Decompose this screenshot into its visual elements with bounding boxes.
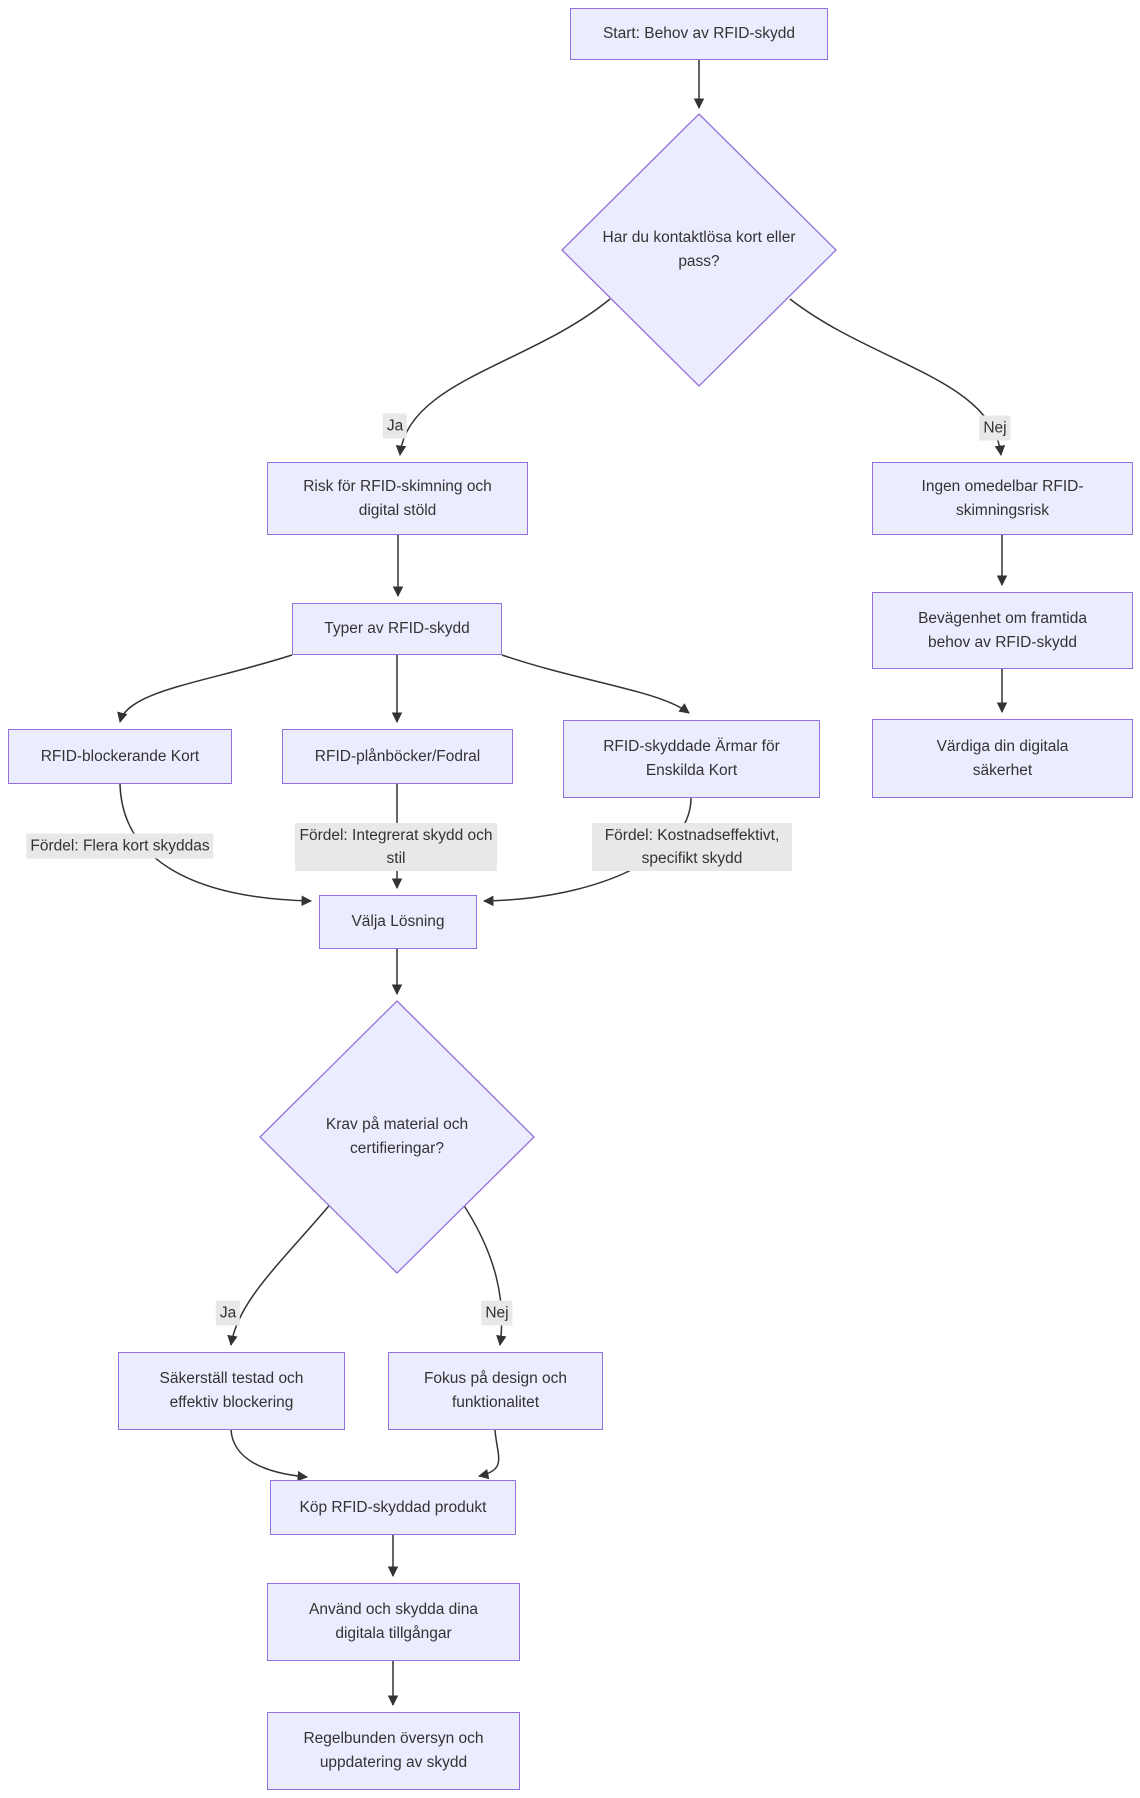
edge-blockerande-to-valja (119, 783, 313, 907)
node-armar-label: RFID-skyddade Ärmar för Enskilda Kort (603, 738, 780, 779)
node-vardiga-label: Värdiga din digitala säkerhet (936, 737, 1069, 779)
node-decision1: Har du kontaktlösa kort eller pass? (589, 226, 809, 274)
node-kop-label: Köp RFID-skyddad produkt (299, 1498, 487, 1516)
edge-label-fordel-kostnadseffektivt: Fördel: Kostnadseffektivt, specifikt sky… (592, 823, 792, 871)
edge-label-fordel-flera-kort: Fördel: Flera kort skyddas (26, 833, 214, 859)
edge-sakerstall-to-kop (230, 1429, 309, 1482)
node-decision2-label: Krav på material och certifieringar? (325, 1116, 469, 1157)
edge-decision2-nej-to-fokus (460, 1200, 507, 1347)
edge-label-ja-1: Ja (382, 413, 408, 439)
node-risk-label: Risk för RFID-skimning och digital stöld (303, 477, 492, 519)
node-fokus-label: Fokus på design och funktionalitet (423, 1370, 568, 1411)
edge-label-nej-1: Nej (979, 415, 1011, 441)
edge-label-ja-2: Ja (215, 1300, 241, 1326)
node-blockerande-label: RFID-blockerande Kort (40, 747, 200, 765)
edge-fokus-to-kop (477, 1429, 500, 1480)
edge-decision2-ja-to-sakerstall (227, 1200, 334, 1347)
node-fokus: Fokus på design och funktionalitet (388, 1352, 603, 1430)
node-regelbunden-label: Regelbunden översyn och uppdatering av s… (303, 1730, 484, 1771)
node-anvand-label: Använd och skydda dina digitala tillgång… (309, 1601, 478, 1642)
decision2-diamond-shape (259, 1000, 535, 1274)
node-valja: Välja Lösning (319, 895, 477, 949)
node-start: Start: Behov av RFID-skydd (570, 8, 828, 60)
node-sakerstall: Säkerställ testad och effektiv blockerin… (118, 1352, 345, 1430)
edge-typer-to-blockerande (117, 654, 293, 724)
edge-label-nej-2: Nej (481, 1300, 513, 1326)
node-valja-label: Välja Lösning (351, 913, 445, 930)
edge-label-fordel-integrerat: Fördel: Integrerat skydd och stil (295, 823, 497, 871)
node-risk: Risk för RFID-skimning och digital stöld (267, 462, 528, 535)
edge-decision1-nej-to-ingen (789, 298, 1006, 457)
node-blockerande: RFID-blockerande Kort (8, 729, 232, 784)
edge-typer-to-armar (501, 654, 690, 714)
node-planbocker-label: RFID-plånböcker/Fodral (314, 747, 481, 765)
edge-decision1-ja-to-risk (395, 298, 611, 457)
node-typer-label: Typer av RFID-skydd (324, 620, 470, 637)
node-planbocker: RFID-plånböcker/Fodral (282, 729, 513, 784)
node-bevagenhet: Bevägenhet om framtida behov av RFID-sky… (872, 592, 1133, 669)
decision1-diamond-shape (561, 113, 837, 387)
node-anvand: Använd och skydda dina digitala tillgång… (267, 1583, 520, 1661)
node-decision1-label: Har du kontaktlösa kort eller pass? (602, 229, 796, 270)
node-sakerstall-label: Säkerställ testad och effektiv blockerin… (159, 1370, 304, 1411)
node-ingen-label: Ingen omedelbar RFID-skimningsrisk (921, 477, 1084, 519)
node-kop: Köp RFID-skyddad produkt (270, 1480, 516, 1535)
node-typer: Typer av RFID-skydd (292, 603, 502, 655)
node-armar: RFID-skyddade Ärmar för Enskilda Kort (563, 720, 820, 798)
node-ingen: Ingen omedelbar RFID-skimningsrisk (872, 462, 1133, 535)
node-bevagenhet-label: Bevägenhet om framtida behov av RFID-sky… (918, 609, 1087, 651)
node-start-label: Start: Behov av RFID-skydd (602, 25, 796, 42)
node-decision2: Krav på material och certifieringar? (297, 1113, 497, 1161)
node-vardiga: Värdiga din digitala säkerhet (872, 719, 1133, 798)
node-regelbunden: Regelbunden översyn och uppdatering av s… (267, 1712, 520, 1790)
